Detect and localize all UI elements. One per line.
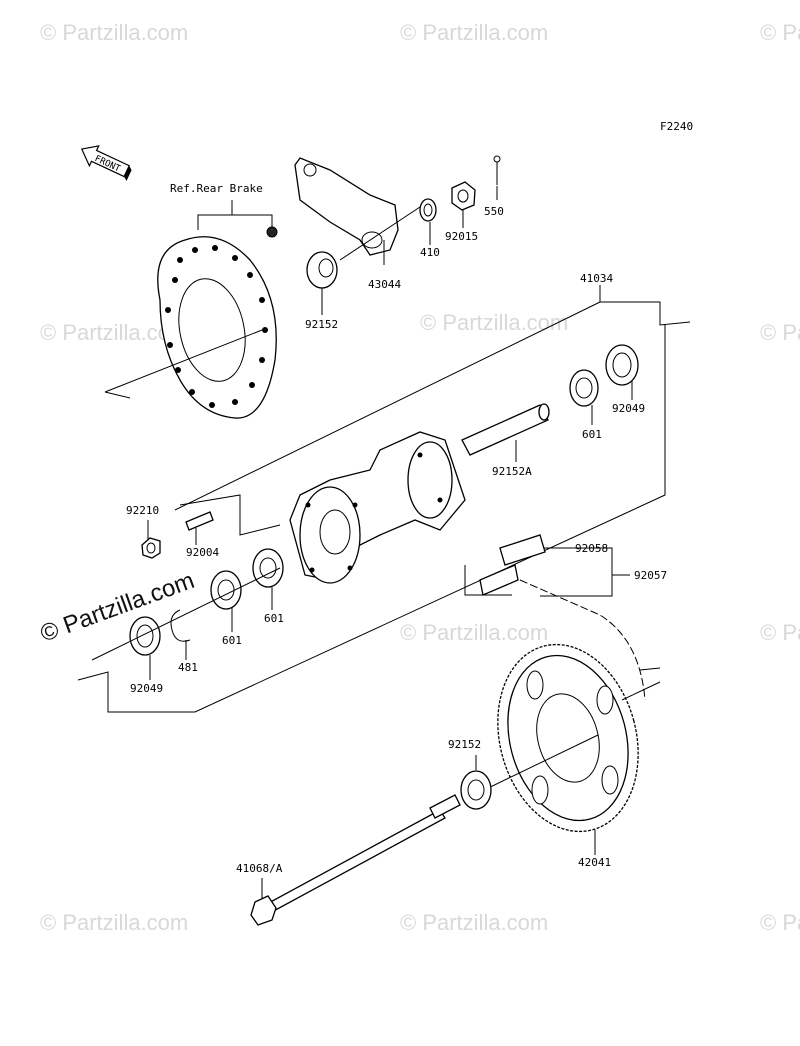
- reference-bracket: [197, 200, 273, 230]
- leader-41034: [77, 285, 691, 713]
- watermark: © Partzilla.com: [760, 20, 800, 45]
- callout-92057: 92057: [634, 569, 667, 582]
- callout-92152-top: 92152: [305, 318, 338, 331]
- reference-label: Ref.Rear Brake: [170, 182, 263, 195]
- spacer-92152A: [461, 403, 550, 456]
- callout-92210: 92210: [126, 504, 159, 517]
- callout-92015: 92015: [445, 230, 478, 243]
- rear-sprocket: [497, 643, 639, 833]
- disc-axis-line: [104, 329, 263, 393]
- bearing-601-mid: [252, 548, 284, 588]
- watermark: © Partzilla.com: [760, 620, 800, 645]
- callout-42041: 42041: [578, 856, 611, 869]
- callout-92049-right: 92049: [612, 402, 645, 415]
- wheel-hub: [289, 431, 466, 584]
- leader-92057: [540, 547, 630, 597]
- brake-disc: [157, 236, 277, 419]
- nut-92015: [451, 181, 476, 211]
- drive-chain: [519, 579, 646, 701]
- bearing-601-right: [569, 369, 599, 407]
- watermark: © Partzilla.com: [400, 20, 548, 45]
- watermark: © Partzilla.com: [760, 320, 800, 345]
- callout-601-left: 601: [222, 634, 242, 647]
- bracket-43044: [294, 157, 399, 256]
- front-arrow-icon: FRONT: [80, 145, 132, 181]
- watermark: © Partzilla.com: [40, 20, 188, 45]
- diagram-id: F2240: [660, 120, 693, 133]
- circlip-481: [170, 609, 191, 642]
- watermark: © Partzilla.com: [420, 310, 568, 335]
- spacer-92152-bottom: [460, 770, 492, 810]
- watermark: © Partzilla.com: [40, 910, 188, 935]
- master-link-92058: [479, 534, 546, 596]
- callout-481: 481: [178, 661, 198, 674]
- callout-601-right: 601: [582, 428, 602, 441]
- callout-41034: 41034: [580, 272, 613, 285]
- callout-41068A: 41068/A: [236, 862, 283, 875]
- callout-43044: 43044: [368, 278, 401, 291]
- oil-seal-92049-left: [129, 616, 161, 656]
- callout-550: 550: [484, 205, 504, 218]
- watermark: © Partzilla.com: [760, 910, 800, 935]
- watermark: © Partzilla.com: [400, 620, 548, 645]
- callout-92004: 92004: [186, 546, 219, 559]
- disc-bolt: [266, 226, 278, 238]
- spacer-92152-top: [306, 251, 338, 289]
- callout-601-mid: 601: [264, 612, 284, 625]
- oil-seal-92049-right: [605, 344, 639, 386]
- nut-92210: [141, 537, 161, 559]
- callout-92049-left: 92049: [130, 682, 163, 695]
- callout-92058: 92058: [575, 542, 608, 555]
- stud-92004: [185, 511, 214, 531]
- callout-410: 410: [420, 246, 440, 259]
- callout-92152-bottom: 92152: [448, 738, 481, 751]
- callouts: 550 92015 410 43044 92152 41034 92049 60…: [126, 205, 667, 875]
- axle-41068A: [250, 794, 461, 926]
- watermark: © Partzilla.com: [400, 910, 548, 935]
- callout-92152A: 92152A: [492, 465, 532, 478]
- bearing-601-left: [210, 570, 242, 610]
